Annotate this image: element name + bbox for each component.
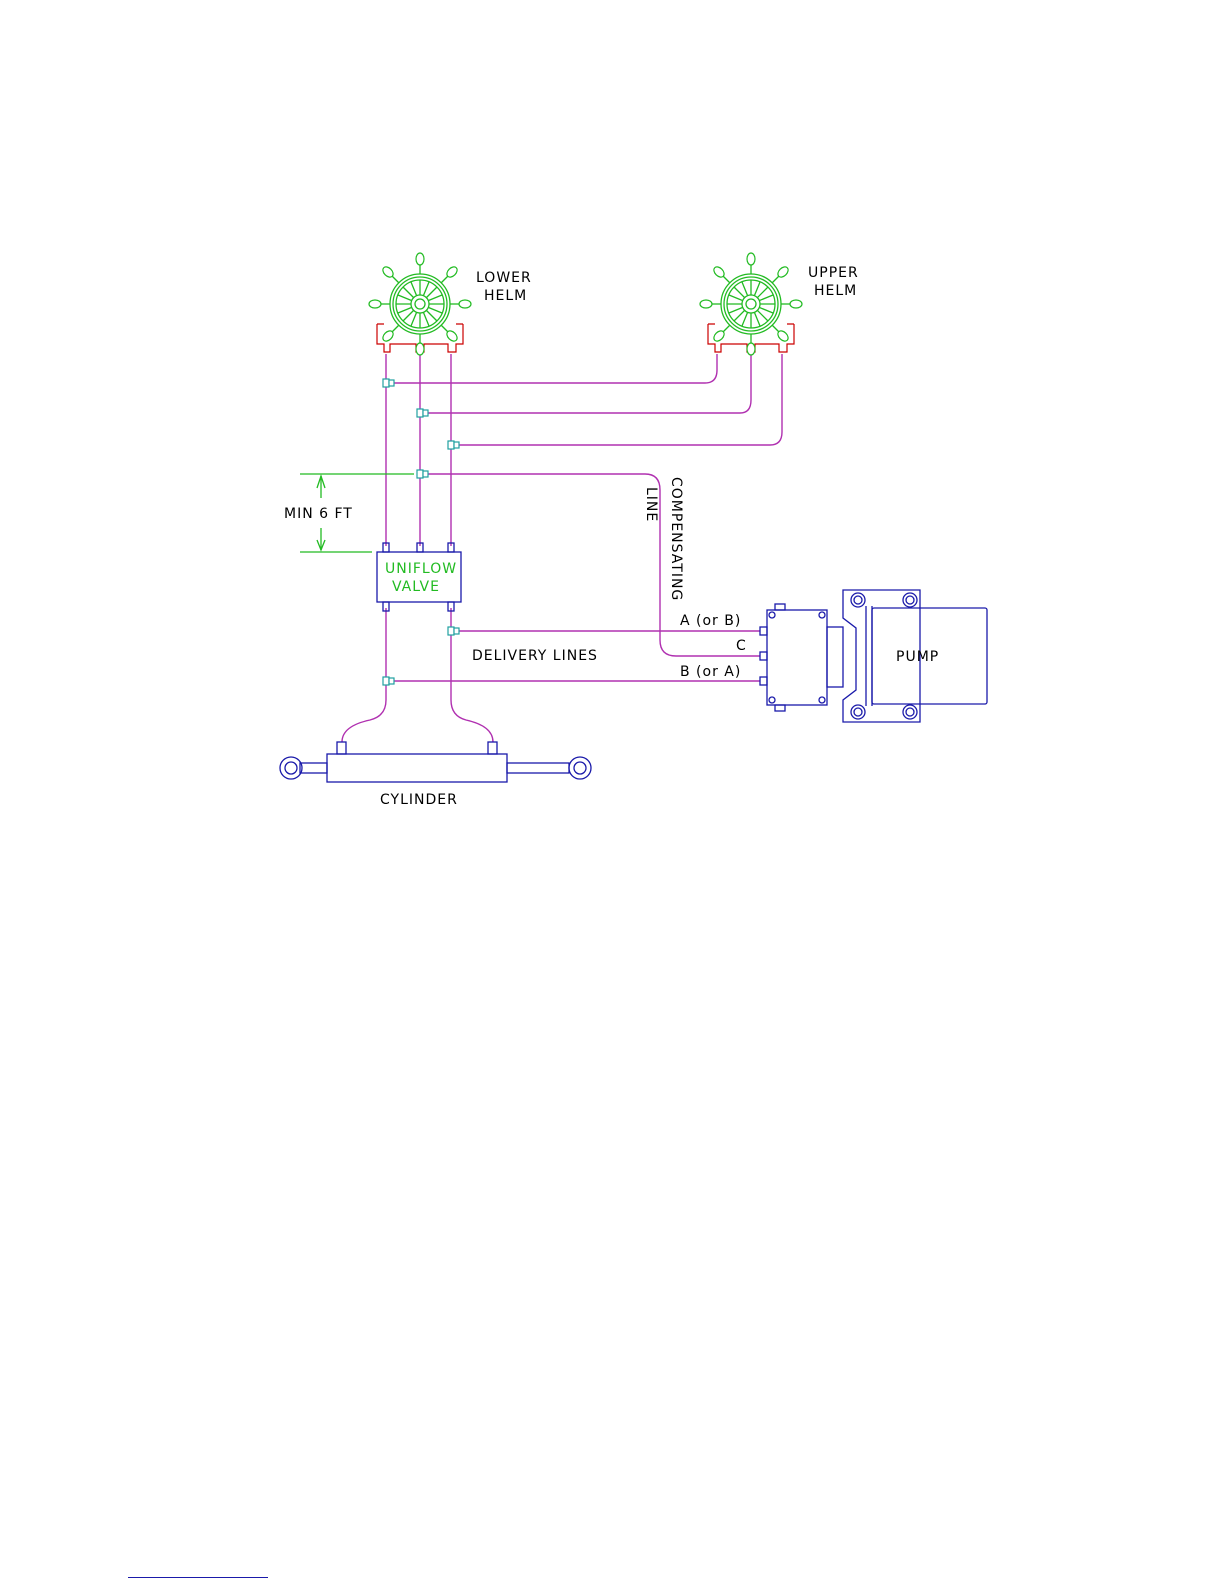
fitting bbox=[383, 379, 394, 387]
lower-helm-label-2: HELM bbox=[484, 288, 527, 304]
port-c-label: C bbox=[736, 638, 747, 654]
upper-helm-label-2: HELM bbox=[814, 283, 857, 299]
hose-upper-helm-right bbox=[451, 354, 782, 445]
lower-helm-label-1: LOWER bbox=[476, 270, 532, 286]
hose-fittings bbox=[383, 379, 459, 685]
port-b-label: B (or A) bbox=[680, 664, 741, 680]
fitting bbox=[417, 409, 428, 417]
fitting bbox=[448, 627, 459, 635]
min-distance-label: MIN 6 FT bbox=[284, 506, 353, 522]
compensating-label-1: COMPENSATING bbox=[668, 477, 684, 601]
upper-helm: UPPER HELM bbox=[700, 253, 859, 355]
pump: PUMP bbox=[760, 590, 987, 722]
hose-to-cylinder-left bbox=[342, 700, 386, 742]
fitting bbox=[448, 441, 459, 449]
hose-to-cylinder-right bbox=[451, 700, 493, 742]
compensating-line-label: COMPENSATING LINE bbox=[643, 477, 684, 601]
footer-divider bbox=[128, 1577, 268, 1578]
valve-label-1: UNIFLOW bbox=[385, 561, 457, 577]
compensating-label-2: LINE bbox=[643, 487, 659, 522]
fitting bbox=[383, 677, 394, 685]
cylinder: CYLINDER bbox=[280, 742, 591, 808]
lower-helm: LOWER HELM bbox=[369, 253, 532, 355]
min-distance-dimension: MIN 6 FT bbox=[284, 474, 414, 552]
delivery-lines-label: DELIVERY LINES bbox=[472, 648, 598, 664]
lower-helm-wheel-icon bbox=[369, 253, 471, 355]
pump-label: PUMP bbox=[896, 649, 939, 665]
fitting bbox=[417, 470, 428, 478]
valve-label-2: VALVE bbox=[392, 579, 440, 595]
uniflow-valve: UNIFLOW VALVE bbox=[377, 543, 461, 611]
hydraulic-hoses bbox=[342, 354, 782, 742]
cylinder-label: CYLINDER bbox=[380, 792, 458, 808]
port-a-label: A (or B) bbox=[680, 613, 741, 629]
upper-helm-label-1: UPPER bbox=[808, 265, 859, 281]
hose-upper-helm-left bbox=[386, 354, 717, 383]
upper-helm-wheel-icon bbox=[700, 253, 802, 355]
